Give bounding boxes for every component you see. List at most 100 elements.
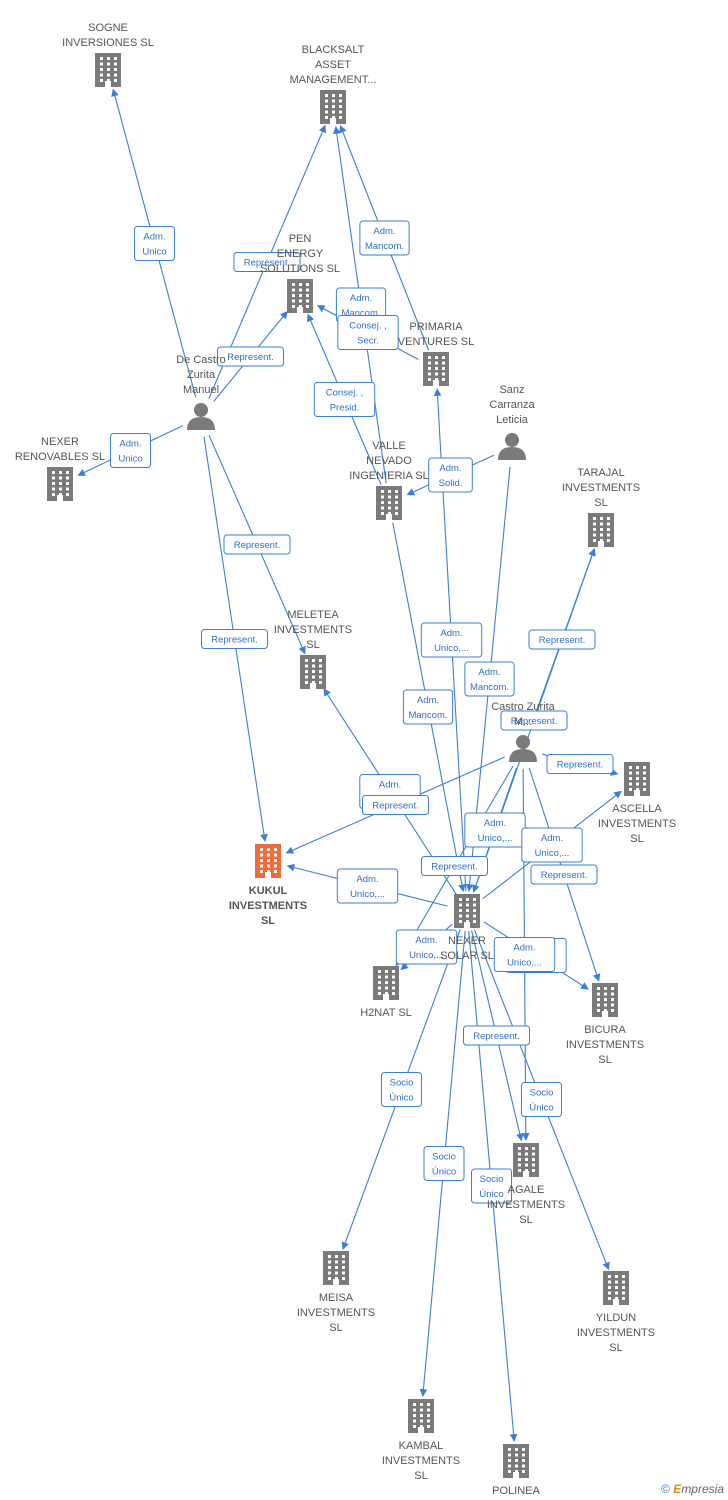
edge-label-represent[interactable]: Represent.: [362, 795, 429, 815]
edge-label-text: Unico,...: [507, 958, 542, 969]
edge-label-text: Unico: [142, 247, 166, 258]
edge-label-represent[interactable]: Represent.: [233, 252, 301, 272]
edge-label-text: Represent.: [372, 801, 418, 812]
edge-label-represent[interactable]: Represent.: [421, 856, 488, 876]
edge-label-text: Unico,...: [478, 833, 513, 844]
edge-label-represent[interactable]: Represent.: [528, 629, 596, 650]
edge-label-represent[interactable]: Represent.: [530, 864, 598, 885]
node-label: ASSET: [315, 59, 351, 71]
node-label: Manuel: [183, 384, 219, 396]
edge-label-adm[interactable]: Adm.Unico,...: [395, 929, 458, 965]
edge-label-consej[interactable]: Consej. ,Secr.: [337, 315, 399, 350]
building-icon: [423, 352, 449, 386]
edge-label-adm[interactable]: Adm.Unico: [110, 433, 151, 468]
edge-label-adm[interactable]: Adm.Unico: [134, 226, 175, 261]
edge-label-adm[interactable]: Adm.Unico,...: [521, 827, 583, 863]
node-label: SL: [594, 497, 607, 509]
building-icon: [255, 844, 281, 878]
building-icon: [624, 762, 650, 796]
edge-label-text: Adm.: [417, 695, 439, 706]
node-label: NEXER: [41, 436, 79, 448]
edge-label-text: Represent.: [211, 635, 257, 646]
node-label: INVESTMENTS: [297, 1307, 375, 1319]
edge-label-represent[interactable]: Represent.: [201, 629, 268, 649]
edge-label-text: Mancom.: [341, 308, 380, 319]
empresia-logo: Empresia: [673, 1482, 724, 1496]
edge-label-text: Adm.: [440, 628, 462, 639]
edge-label-text: Adm.: [379, 780, 401, 791]
node-label: NEXER: [448, 935, 486, 947]
node-polinea[interactable]: POLINEA: [492, 1444, 541, 1497]
node-h2nat[interactable]: H2NAT SL: [360, 966, 412, 1019]
building-icon: [408, 1399, 434, 1433]
edge-label-text: Represent.: [431, 862, 477, 873]
node-label: SL: [261, 915, 275, 927]
copyright-symbol: ©: [661, 1482, 670, 1496]
building-icon: [95, 53, 121, 87]
edge-label-text: Adm.: [119, 439, 141, 450]
node-label: Carranza: [489, 399, 535, 411]
edge-label-text: Represent.: [227, 352, 273, 363]
edge-label-represent[interactable]: Represent.: [463, 1025, 530, 1046]
edge-label-adm[interactable]: Adm.Mancom.: [402, 689, 454, 725]
node-label: Castro Zurita: [491, 701, 555, 713]
node-label: INVESTMENTS: [274, 624, 352, 636]
node-label: PEN: [289, 233, 312, 245]
edge-label-adm[interactable]: Adm.Mancom.: [464, 661, 515, 697]
empresia-footer[interactable]: © Empresia: [661, 1482, 724, 1496]
building-icon: [603, 1271, 629, 1305]
node-label: YILDUN: [596, 1312, 636, 1324]
edge-label-adm[interactable]: Adm.Solid.: [428, 457, 473, 493]
edge-label-adm[interactable]: Adm.Unico,...: [493, 937, 556, 972]
edge-label-text: Adm.: [478, 667, 500, 678]
edge-label-adm[interactable]: Adm.Unico,...: [464, 812, 526, 848]
edge-label-text: Adm.: [415, 935, 437, 946]
node-label: MANAGEMENT...: [290, 74, 377, 86]
node-label: INVESTMENTS: [229, 900, 307, 912]
building-icon: [588, 513, 614, 547]
edge-label-adm[interactable]: Adm.Unico,...: [336, 868, 399, 904]
edge-label-text: Consej. ,: [349, 321, 387, 332]
node-label: H2NAT SL: [360, 1007, 412, 1019]
node-label: NEVADO: [366, 455, 412, 467]
node-label: SL: [630, 833, 643, 845]
node-label: SL: [329, 1322, 342, 1334]
edge-label-text: Único: [529, 1103, 553, 1114]
node-label: De Castro: [176, 354, 226, 366]
node-castrozm[interactable]: Castro ZuritaM...: [491, 701, 556, 762]
edge-label-text: Único: [432, 1167, 456, 1178]
edge-label-consej[interactable]: Consej. ,Presid.: [313, 382, 376, 417]
edge-label-represent[interactable]: Represent.: [217, 346, 284, 367]
edge-label-represent[interactable]: Represent.: [500, 710, 568, 731]
node-label: INGENIERIA SL: [349, 470, 428, 482]
edge-label-adm[interactable]: Adm.Unico,...: [420, 622, 483, 658]
building-icon: [287, 279, 313, 313]
edge-label-represent[interactable]: Represent.: [546, 754, 614, 774]
node-blacksalt[interactable]: BLACKSALTASSETMANAGEMENT...: [290, 44, 377, 124]
edge-label-adm[interactable]: Adm.Mancom.: [359, 220, 410, 256]
edge-label-represent[interactable]: Represent.: [223, 534, 291, 555]
edge-label-text: Represent.: [539, 635, 585, 646]
edge-label-text: Consej. ,: [326, 388, 364, 399]
